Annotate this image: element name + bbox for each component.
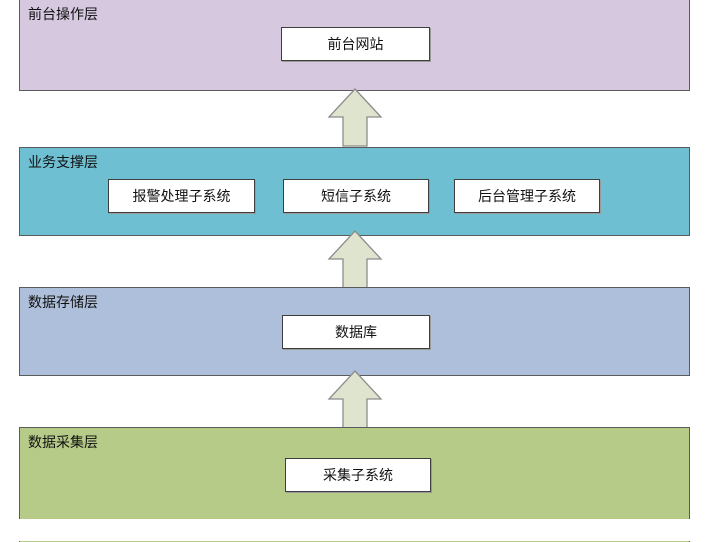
page-bottom-whitespace [0,519,710,541]
up-arrow-icon [327,370,383,429]
collection-subsystem-box: 采集子系统 [285,458,431,492]
business-layer-title: 业务支撑层 [28,155,98,171]
collection-layer-title: 数据采集层 [28,435,98,451]
up-arrow-icon [327,230,383,289]
up-arrow-icon [327,88,383,147]
storage-layer-title: 数据存储层 [28,295,98,311]
frontend-layer-title: 前台操作层 [28,7,98,23]
business-support-layer: 业务支撑层 报警处理子系统 短信子系统 后台管理子系统 [19,147,690,236]
sms-subsystem-box: 短信子系统 [283,179,429,213]
admin-subsystem-box: 后台管理子系统 [454,179,600,213]
alarm-subsystem-box: 报警处理子系统 [108,179,255,213]
frontend-layer: 前台操作层 前台网站 [19,0,690,91]
database-box: 数据库 [282,315,430,349]
frontend-website-box: 前台网站 [281,27,430,61]
data-storage-layer: 数据存储层 数据库 [19,287,690,376]
